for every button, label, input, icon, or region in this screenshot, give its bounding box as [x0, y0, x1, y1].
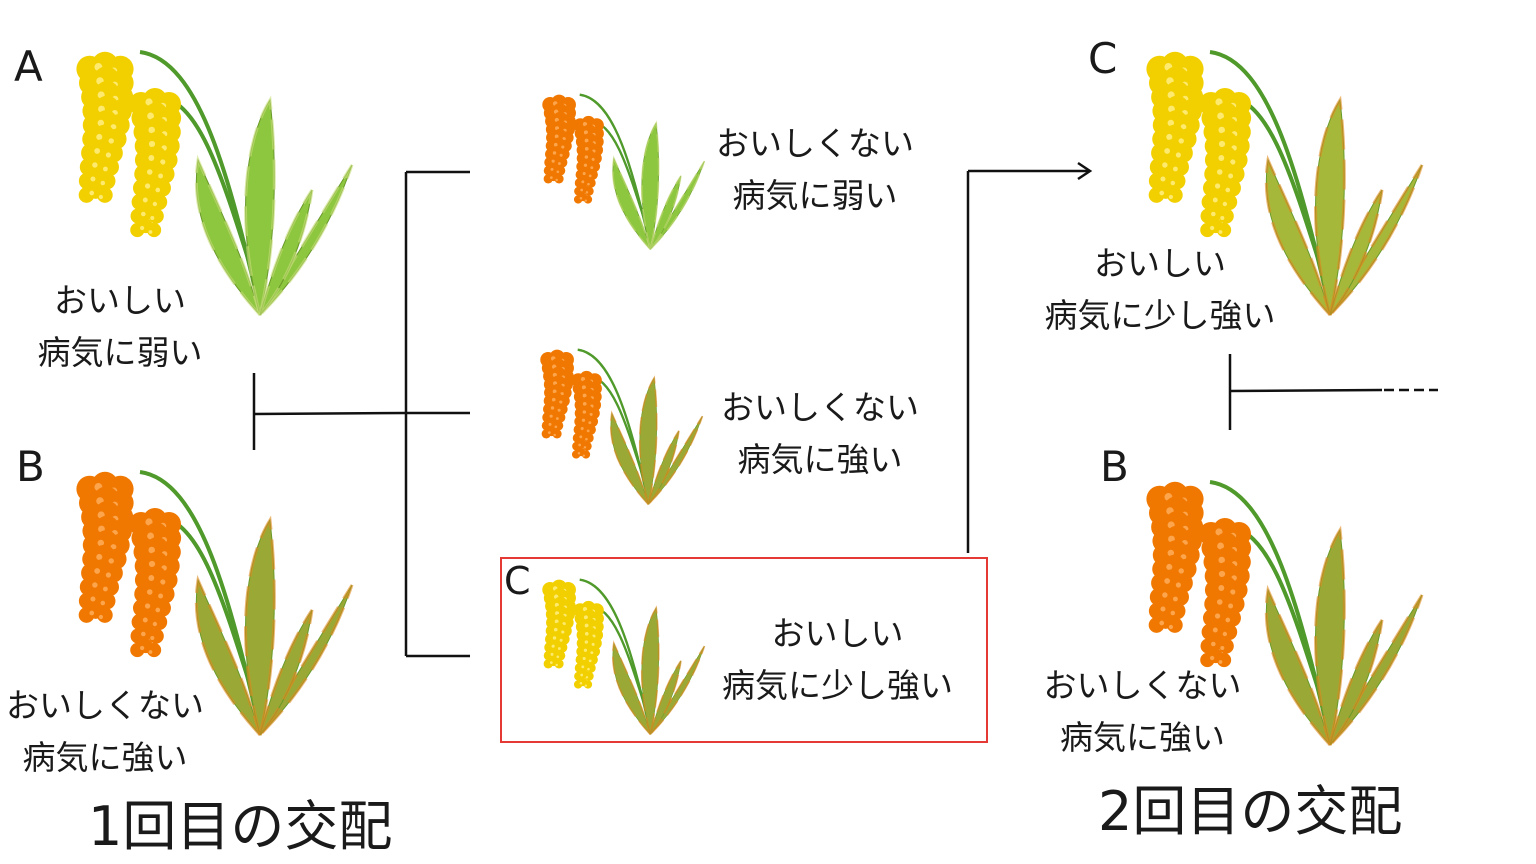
- selected-offspring-highlight: [500, 557, 988, 743]
- plant-b2-label: B: [1100, 442, 1129, 491]
- offspring-2-taste: おいしくない: [721, 388, 919, 427]
- second-cross-line: [1229, 388, 1383, 393]
- plant-b2-description: おいしくない 病気に強い: [1030, 660, 1255, 764]
- plant-b-description: おいしくない 病気に強い: [0, 680, 210, 784]
- second-cross-title: 2回目の交配: [1098, 780, 1403, 843]
- plant-c-illustration: [1146, 50, 1424, 317]
- plant-c-label: C: [1088, 34, 1118, 83]
- offspring-1-illustration: [542, 93, 706, 251]
- plant-a-taste: おいしい: [54, 281, 186, 320]
- offspring-3-taste: おいしい: [771, 614, 904, 653]
- plant-b2-taste: おいしくない: [1043, 666, 1242, 705]
- first-cross-title: 1回目の交配: [88, 795, 393, 858]
- plant-c-disease: 病気に少し強い: [1044, 296, 1276, 335]
- plant-b2-disease: 病気に強い: [1060, 718, 1225, 757]
- offspring-3-label: C: [504, 559, 531, 603]
- plant-a-description: おいしい 病気に弱い: [20, 275, 220, 379]
- selection-arrowhead: [1077, 161, 1093, 181]
- plant-a-disease: 病気に弱い: [37, 333, 203, 372]
- offspring-1-description: おいしくない 病気に弱い: [700, 118, 930, 222]
- plant-c-description: おいしい 病気に少し強い: [1030, 238, 1290, 342]
- plant-c-taste: おいしい: [1094, 244, 1226, 283]
- offspring-3-illustration: [542, 578, 706, 736]
- offspring-1-disease: 病気に弱い: [732, 176, 898, 215]
- cross-line-to-offspring: [253, 411, 407, 416]
- plant-b2-illustration: [1146, 480, 1424, 747]
- plant-b-disease: 病気に強い: [22, 738, 188, 777]
- offspring-2-illustration: [540, 348, 704, 506]
- plant-b-taste: おいしくない: [6, 686, 204, 725]
- offspring-1-taste: おいしくない: [716, 124, 914, 163]
- offspring-3-description: おいしい 病気に少し強い: [705, 608, 970, 712]
- offspring-3-disease: 病気に少し強い: [722, 666, 953, 705]
- offspring-2-disease: 病気に強い: [737, 440, 903, 479]
- plant-b-illustration: [76, 470, 354, 737]
- offspring-2-description: おいしくない 病気に強い: [705, 382, 935, 486]
- plant-a-illustration: [76, 50, 354, 317]
- plant-a-label: A: [14, 42, 43, 91]
- plant-b-label: B: [16, 442, 45, 491]
